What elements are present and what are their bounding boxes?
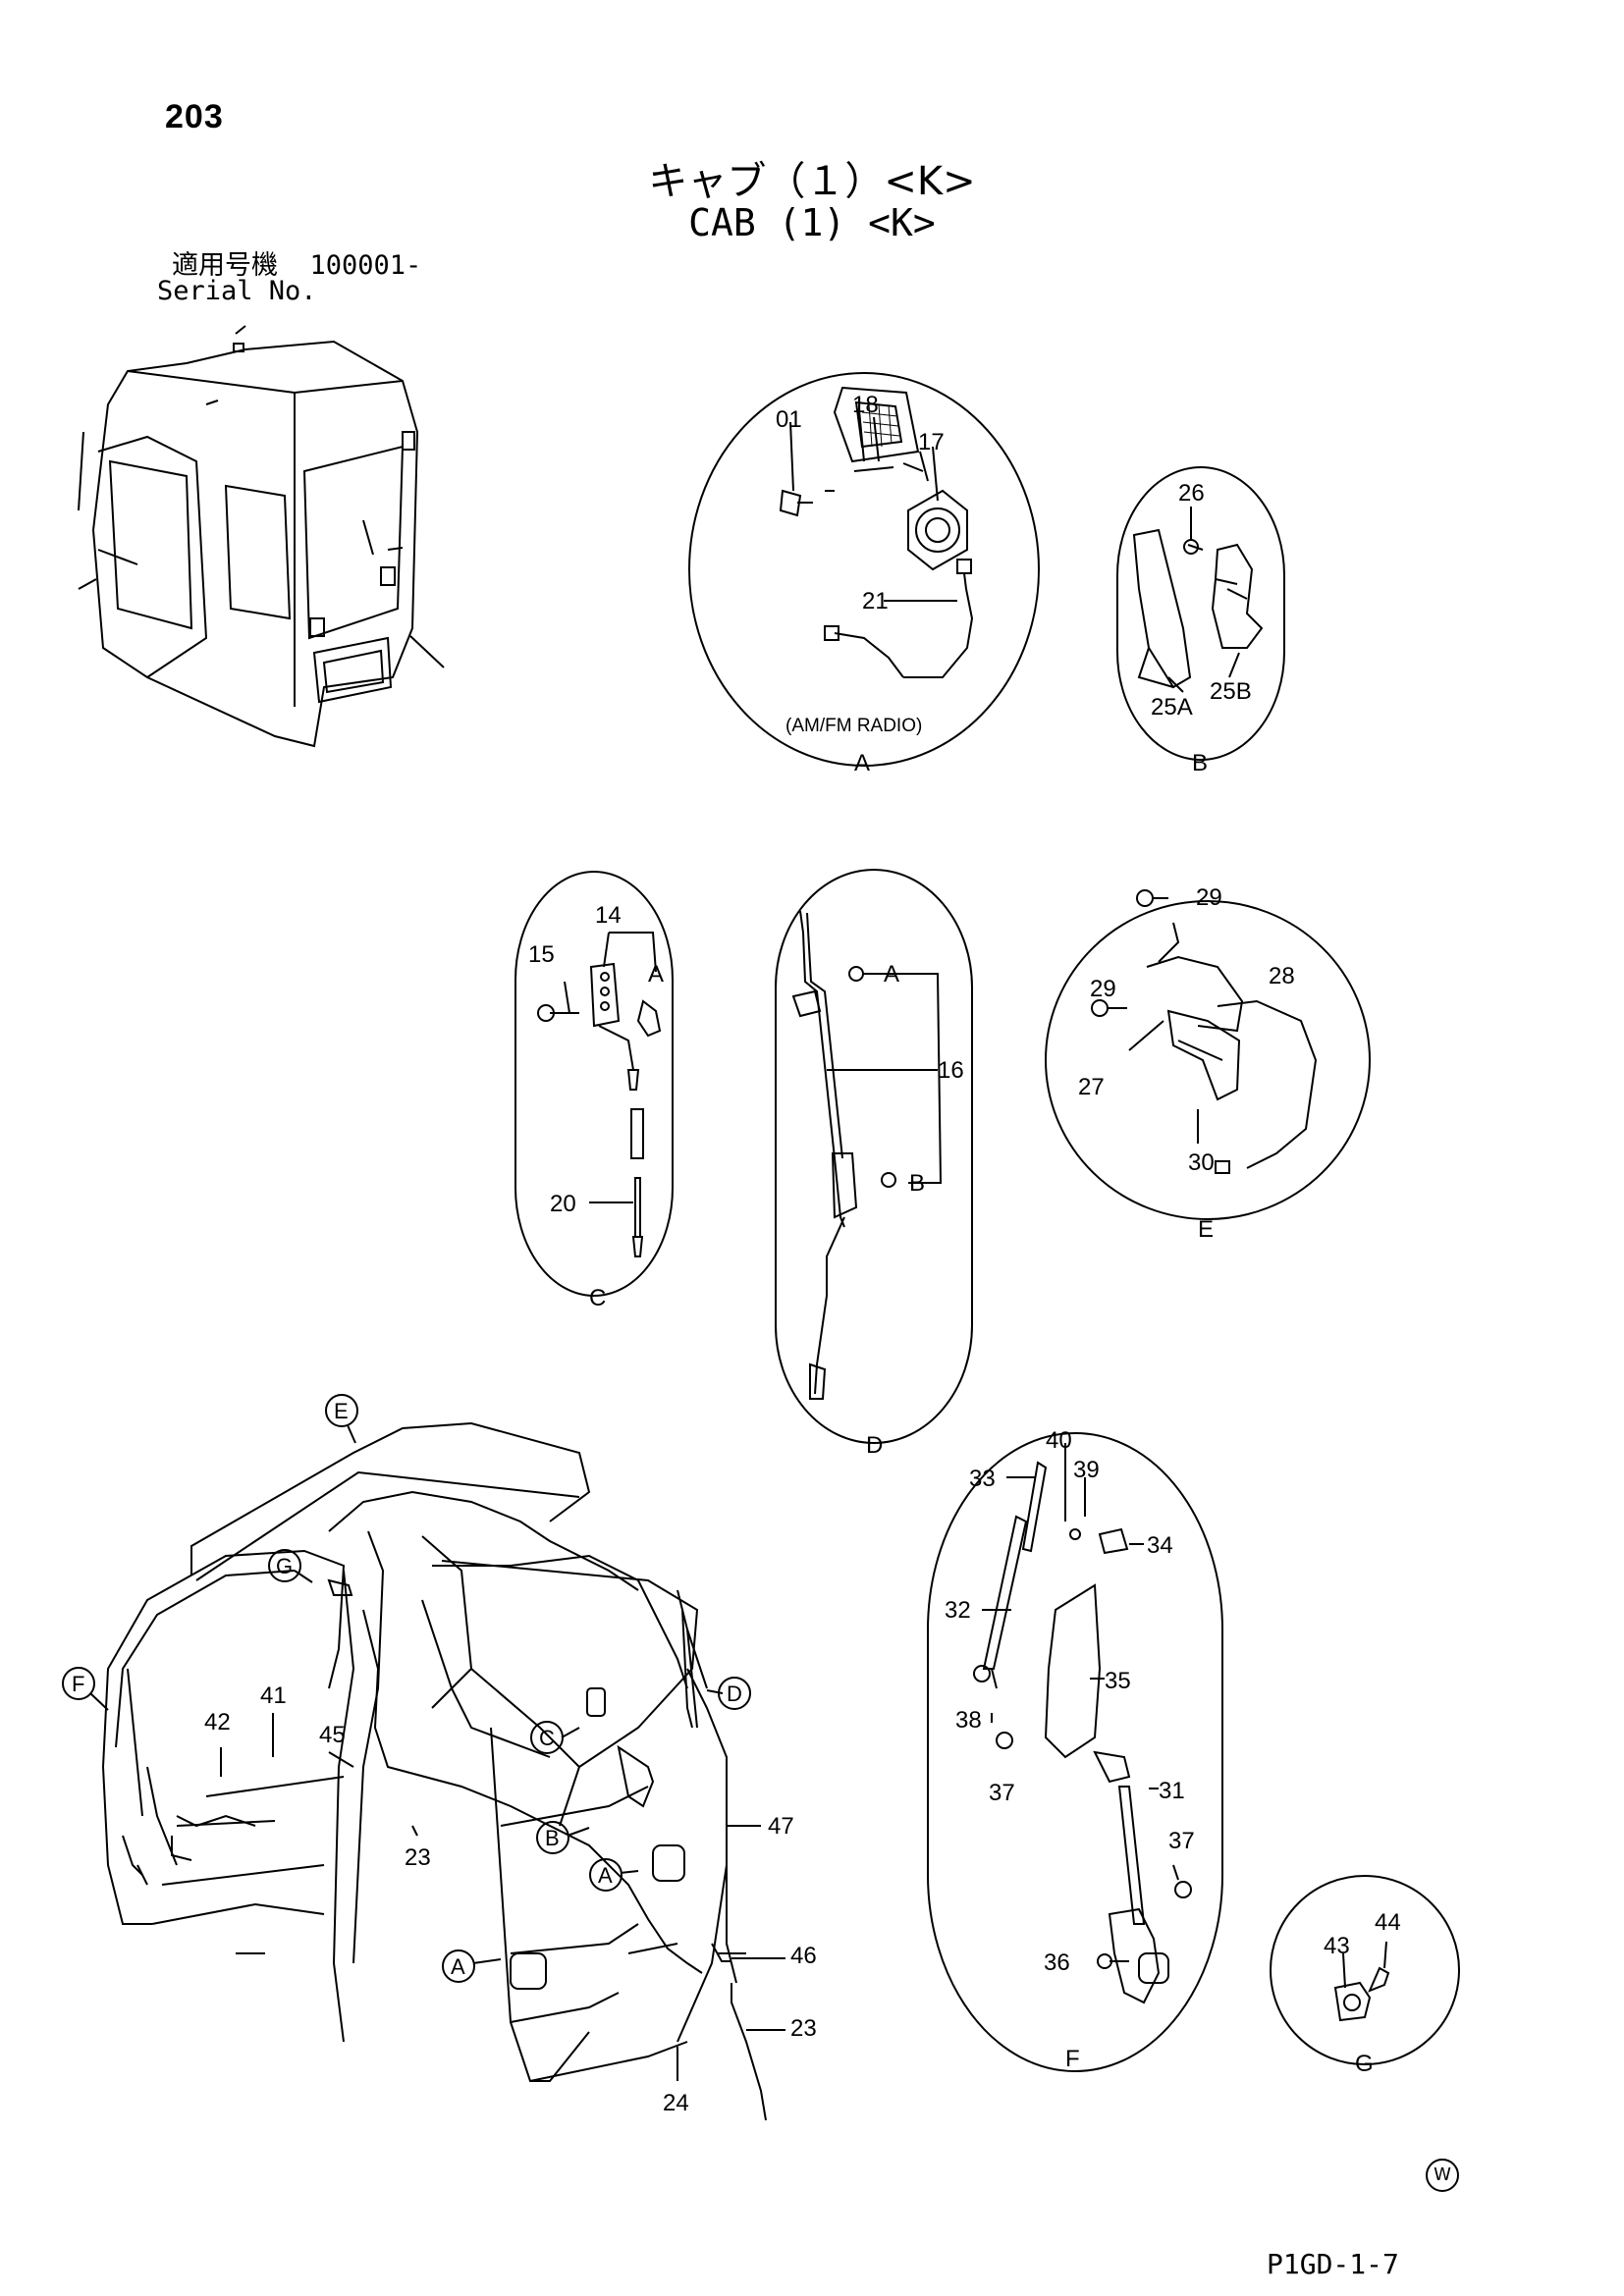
part-label: 43 (1324, 1933, 1350, 1959)
part-label: 14 (595, 902, 622, 929)
watermark-symbol: W (1426, 2159, 1459, 2192)
part-label: 29 (1196, 884, 1222, 911)
callout-letter: F (72, 1672, 84, 1696)
part-label: 33 (969, 1466, 996, 1492)
part-label: 37 (1168, 1828, 1195, 1854)
serial-number: 100001- (309, 250, 422, 281)
cab-main-drawing (102, 1421, 767, 2121)
page-number: 203 (165, 98, 224, 135)
title-english: CAB (1) <K> (688, 201, 936, 244)
part-label: B (909, 1170, 925, 1197)
detail-f-letter: F (1065, 2046, 1080, 2072)
callout-letter: A (598, 1863, 613, 1888)
part-label: 30 (1188, 1149, 1215, 1176)
part-label: 23 (790, 2015, 817, 2042)
part-label: 01 (776, 406, 802, 433)
part-label: A (648, 961, 664, 988)
part-label: 45 (319, 1722, 346, 1748)
part-label: 25A (1151, 694, 1193, 721)
detail-e-letter: E (1198, 1216, 1214, 1243)
part-label: 42 (204, 1709, 231, 1735)
detail-c-letter: C (589, 1285, 606, 1311)
part-label: 44 (1375, 1909, 1401, 1936)
part-label: 32 (945, 1597, 971, 1624)
part-label: 34 (1147, 1532, 1173, 1559)
part-label: 47 (768, 1813, 794, 1840)
detail-a (688, 372, 1040, 767)
detail-a-labels: 01 18 17 21 (AM/FM RADIO) A (776, 392, 945, 776)
detail-c (514, 871, 674, 1297)
part-label: 15 (528, 941, 555, 968)
part-label: 24 (663, 2090, 689, 2116)
part-label: 26 (1178, 480, 1205, 507)
detail-e (1045, 889, 1371, 1220)
cab-overview-drawing (78, 325, 445, 748)
serial-label-jp: 適用号機 (172, 250, 278, 281)
callout-letter: C (539, 1726, 555, 1750)
part-label: 29 (1090, 976, 1116, 1002)
part-label: 31 (1159, 1778, 1185, 1804)
callout-letter: G (276, 1554, 293, 1578)
part-label: 16 (938, 1057, 964, 1084)
part-label: 37 (989, 1780, 1015, 1806)
detail-a-letter: A (854, 750, 870, 776)
main-callouts (62, 1394, 751, 1983)
title-japanese: キャブ（１）<K> (648, 159, 976, 204)
detail-b (1116, 466, 1285, 761)
detail-f (927, 1432, 1223, 2072)
part-label: 41 (260, 1682, 287, 1709)
callout-letter: B (545, 1826, 560, 1850)
part-label: 38 (955, 1707, 982, 1734)
detail-b-letter: B (1192, 750, 1208, 776)
part-label: 20 (550, 1191, 576, 1217)
part-label: 36 (1044, 1949, 1070, 1976)
part-label: 27 (1078, 1074, 1105, 1100)
part-label: 18 (852, 392, 879, 418)
detail-a-caption: (AM/FM RADIO) (785, 716, 922, 736)
callout-letter: E (334, 1399, 349, 1423)
part-label: 35 (1105, 1668, 1131, 1694)
part-label: A (884, 961, 899, 988)
callout-letter: A (451, 1954, 465, 1979)
part-label: 40 (1046, 1427, 1072, 1454)
detail-d-letter: D (866, 1432, 883, 1459)
callout-letter: D (727, 1682, 742, 1706)
part-label: 46 (790, 1943, 817, 1969)
part-label: 39 (1073, 1457, 1100, 1483)
detail-g-letter: G (1355, 2051, 1374, 2077)
detail-g (1270, 1875, 1460, 2065)
serial-info: 適用号機 100001- Serial No. (157, 250, 422, 304)
part-label: 17 (918, 429, 945, 455)
part-label: 25B (1210, 678, 1252, 705)
serial-label-en: Serial No. (157, 276, 317, 306)
footer-code: P1GD-1-7 (1267, 2248, 1399, 2280)
part-label: 28 (1269, 963, 1295, 989)
detail-d (775, 869, 973, 1444)
part-label: 23 (405, 1844, 431, 1871)
